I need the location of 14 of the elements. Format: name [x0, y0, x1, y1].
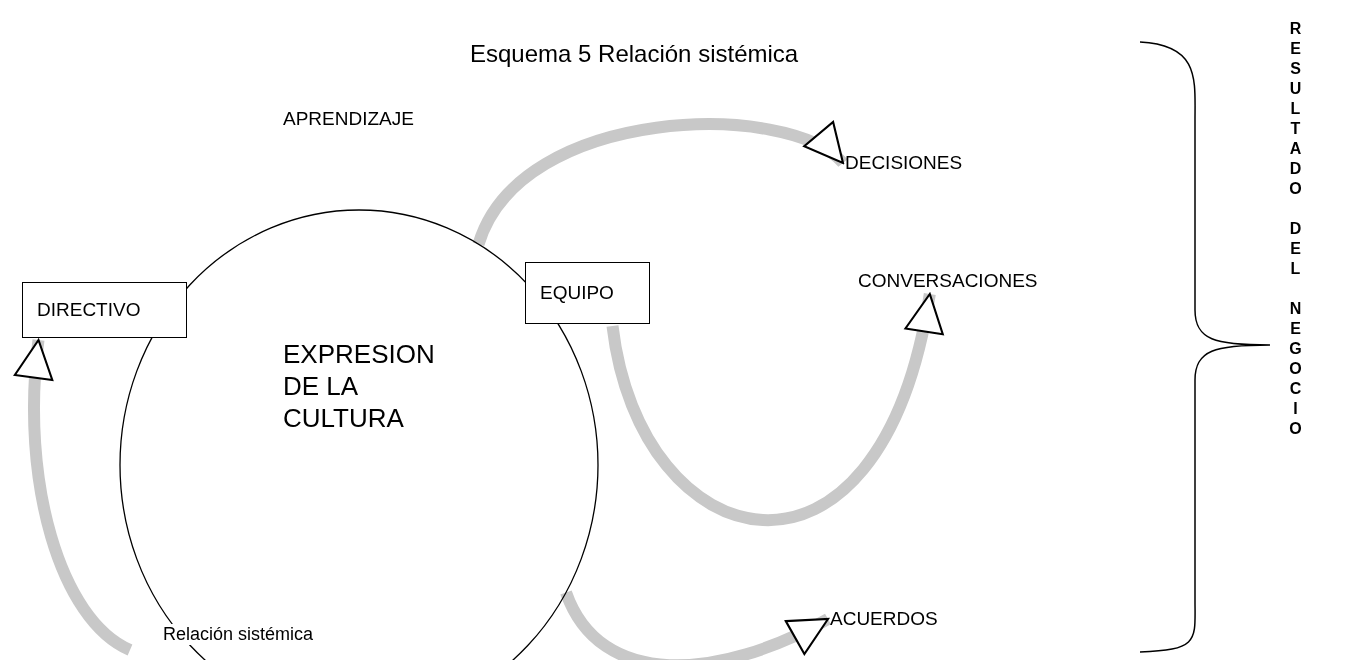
curved-arrow: [473, 118, 847, 247]
node-label: CONVERSACIONES: [858, 270, 1038, 292]
curved-arrow: [14, 338, 133, 656]
label-box: EQUIPO: [525, 262, 650, 324]
text-label: APRENDIZAJE: [283, 108, 414, 130]
vertical-text: RESULTADO DEL NEGOCIO: [1286, 20, 1304, 440]
curved-arrow: [606, 292, 942, 526]
text-label: Relación sistémica: [163, 624, 314, 645]
curved-arrow: [560, 590, 831, 660]
node-label: DECISIONES: [845, 152, 963, 174]
title: Esquema 5 Relación sistémica: [470, 40, 799, 68]
center-text: EXPRESION DE LA CULTURA: [283, 338, 436, 434]
label-box: DIRECTIVO: [22, 282, 187, 338]
node-label: ACUERDOS: [830, 608, 938, 630]
